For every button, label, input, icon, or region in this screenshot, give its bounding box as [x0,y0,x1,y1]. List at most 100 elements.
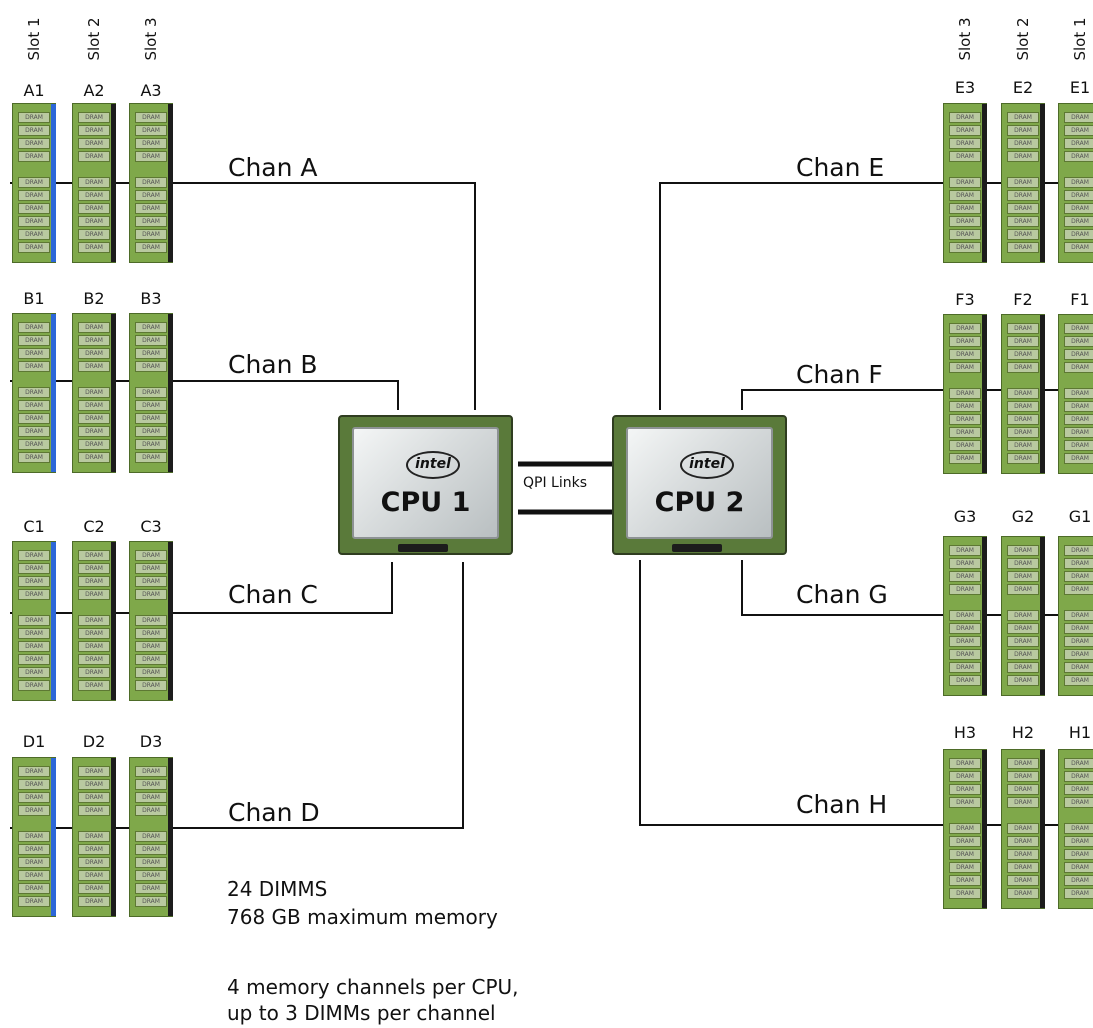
slot-marker [1040,104,1045,262]
dram-chip: DRAM [949,888,981,899]
dimm-label-f3: F3 [955,290,975,309]
dimm-label-e2: E2 [1012,78,1034,97]
dram-chip: DRAM [78,426,110,437]
dram-chip: DRAM [18,805,50,816]
dram-chip: DRAM [1007,414,1039,425]
dram-chip: DRAM [135,766,167,777]
dram-chip: DRAM [1007,610,1039,621]
dram-chip: DRAM [18,322,50,333]
dram-chip: DRAM [1007,440,1039,451]
dram-chip: DRAM [1007,216,1039,227]
dram-chip: DRAM [1007,888,1039,899]
dram-chip: DRAM [135,641,167,652]
dram-chip: DRAM [1064,138,1093,149]
slot-marker [111,758,116,916]
dram-chip: DRAM [135,177,167,188]
dram-chip: DRAM [78,766,110,777]
channels-note-line1: 4 memory channels per CPU, [227,975,519,999]
intel-logo-icon: intel [680,451,734,479]
dram-chip: DRAM [135,151,167,162]
dram-chip: DRAM [18,680,50,691]
dram-chip: DRAM [949,662,981,673]
dram-chip: DRAM [1064,675,1093,686]
dram-chip: DRAM [1007,349,1039,360]
dram-chip: DRAM [78,615,110,626]
dram-chip: DRAM [135,203,167,214]
dram-chip: DRAM [78,857,110,868]
dram-chip: DRAM [135,680,167,691]
dram-chip: DRAM [135,387,167,398]
dram-chip: DRAM [18,229,50,240]
dram-chip: DRAM [1007,453,1039,464]
dram-chip: DRAM [1007,875,1039,886]
dram-chip: DRAM [78,641,110,652]
cpu-2-label: CPU 2 [654,487,745,518]
chan-a-label: Chan A [228,153,318,182]
dram-chip: DRAM [1007,323,1039,334]
dram-chip: DRAM [18,348,50,359]
slot-1-marker [51,542,56,700]
dram-chip: DRAM [1064,571,1093,582]
wire-chan-c [175,562,393,614]
dram-chip: DRAM [1064,151,1093,162]
dram-chip: DRAM [135,831,167,842]
slot-marker [168,104,173,262]
dram-chip: DRAM [949,362,981,373]
dram-chip: DRAM [78,151,110,162]
dram-chip: DRAM [18,766,50,777]
dram-chip: DRAM [135,615,167,626]
dram-chip: DRAM [949,401,981,412]
dram-chip: DRAM [135,322,167,333]
dimm-label-b3: B3 [140,289,162,308]
dram-chip: DRAM [1064,636,1093,647]
slot-marker [1040,750,1045,908]
dram-chip: DRAM [1064,662,1093,673]
dram-chip: DRAM [949,784,981,795]
dram-chip: DRAM [949,758,981,769]
dram-chip: DRAM [1007,823,1039,834]
slot-marker [168,758,173,916]
dram-chip: DRAM [18,857,50,868]
chan-e-label: Chan E [796,153,885,182]
dram-chip: DRAM [949,836,981,847]
dram-chip: DRAM [78,680,110,691]
dram-chip: DRAM [135,805,167,816]
dram-chip: DRAM [949,797,981,808]
dram-chip: DRAM [135,563,167,574]
dram-chip: DRAM [78,348,110,359]
dram-chip: DRAM [949,771,981,782]
dram-chip: DRAM [1064,190,1093,201]
dram-chip: DRAM [18,628,50,639]
dram-chip: DRAM [135,452,167,463]
dram-chip: DRAM [1064,849,1093,860]
dram-chip: DRAM [1064,349,1093,360]
dram-chip: DRAM [1064,888,1093,899]
dram-chip: DRAM [78,589,110,600]
dram-chip: DRAM [1064,771,1093,782]
dram-chip: DRAM [1007,836,1039,847]
dram-chip: DRAM [78,439,110,450]
dram-chip: DRAM [1064,323,1093,334]
dimm-label-b2: B2 [83,289,105,308]
slot-marker [982,537,987,695]
left-slot-header-2: Slot 2 [85,17,103,61]
dram-chip: DRAM [949,414,981,425]
cpu-1-notch [398,544,448,552]
right-slot-header-1: Slot 3 [956,17,974,61]
dram-chip: DRAM [18,654,50,665]
dram-chip: DRAM [1064,797,1093,808]
cpu-2: intel CPU 2 [612,415,787,555]
dram-chip: DRAM [78,177,110,188]
dram-chip: DRAM [135,413,167,424]
dram-chip: DRAM [1064,862,1093,873]
chan-f-label: Chan F [796,360,883,389]
dram-chip: DRAM [1064,388,1093,399]
dram-chip: DRAM [949,862,981,873]
dram-chip: DRAM [949,649,981,660]
